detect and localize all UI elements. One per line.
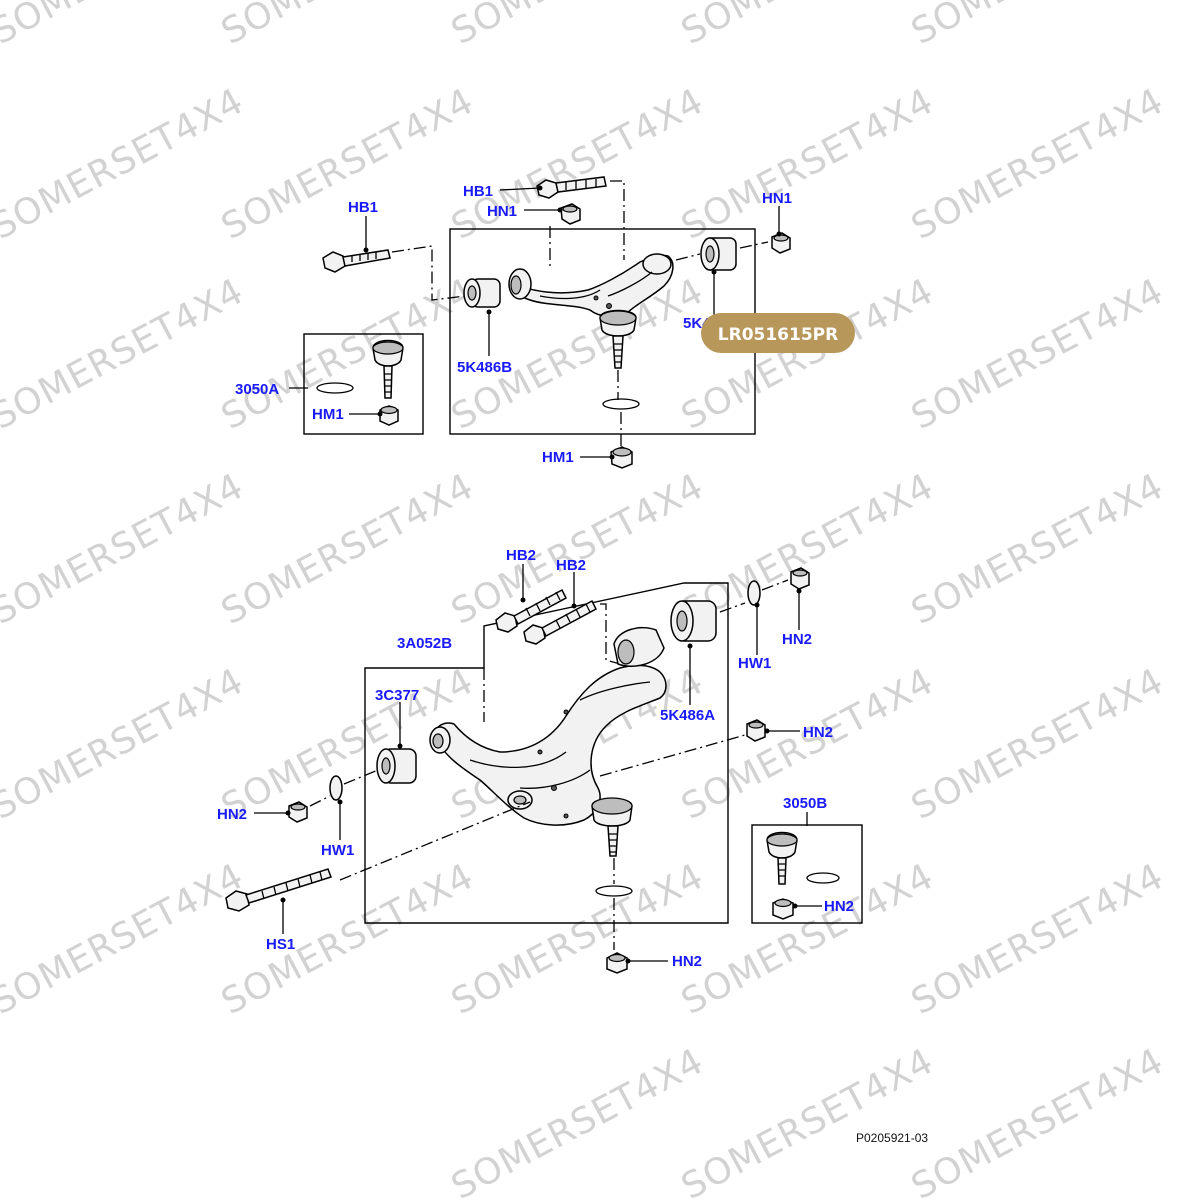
label-5k486a: 5K486A [660, 707, 715, 724]
label-hn2-bottom: HN2 [672, 953, 702, 970]
upper-bush-left [463, 278, 501, 308]
lower-washer-top [747, 580, 761, 606]
lower-washer-left-axis [309, 769, 379, 807]
label-hn2-top: HN2 [782, 631, 812, 648]
watermark-text: SOMERSET4X4 [905, 0, 1171, 53]
upper-wishbone [508, 253, 674, 318]
watermark-text: SOMERSET4X4 [905, 856, 1171, 1023]
lower-bush-front [376, 748, 417, 784]
watermark-text: SOMERSET4X4 [675, 81, 941, 248]
part-number-text: LR051615PR [718, 325, 838, 345]
lower-bolt-hb2-b [523, 599, 597, 645]
watermark-text: SOMERSET4X4 [215, 856, 481, 1023]
upper-nut-top [560, 203, 581, 225]
upper-leader-lines [289, 185, 782, 460]
label-hs1: HS1 [266, 936, 295, 953]
watermark-text: SOMERSET4X4 [215, 0, 481, 53]
label-hm1-inset: HM1 [312, 406, 344, 423]
label-hm1-bottom: HM1 [542, 449, 574, 466]
label-3a052b: 3A052B [397, 635, 452, 652]
upper-snap-ring [602, 398, 640, 410]
watermark-text: SOMERSET4X4 [905, 661, 1171, 828]
upper-nut-bottom [610, 446, 633, 469]
watermark-text: SOMERSET4X4 [215, 81, 481, 248]
lower-nut-top [790, 567, 810, 590]
watermark-text: SOMERSET4X4 [905, 466, 1171, 633]
lower-washer-top-axis [761, 579, 789, 591]
lower-bolt-hb2-axis [600, 603, 621, 665]
lower-nut-bottom [606, 952, 628, 974]
lower-wishbone [429, 626, 667, 826]
watermark-text: SOMERSET4X4 [445, 81, 711, 248]
label-hw1-top: HW1 [738, 655, 771, 672]
watermark-text: SOMERSET4X4 [675, 271, 941, 438]
balljoint-kit-a [316, 339, 404, 426]
watermark-text: SOMERSET4X4 [0, 81, 251, 248]
watermark-text: SOMERSET4X4 [215, 466, 481, 633]
watermark-text: SOMERSET4X4 [675, 856, 941, 1023]
upper-bolt-top-axis [610, 180, 625, 260]
watermark-text: SOMERSET4X4 [675, 1041, 941, 1200]
watermark-text: SOMERSET4X4 [445, 1041, 711, 1200]
label-hb2-b: HB2 [556, 557, 586, 574]
figure-reference: P0205921-03 [856, 1131, 928, 1145]
lower-through-bolt-hs1 [225, 868, 332, 912]
watermark-text: SOMERSET4X4 [0, 271, 251, 438]
upper-arm-assembly: HB1 HB1 HN1 HN1 5K486B 5K486B 3050A HM1 … [235, 176, 855, 469]
upper-bolt-top [536, 176, 607, 199]
watermark-text: SOMERSET4X4 [0, 0, 251, 53]
lower-washer-left [329, 775, 343, 801]
label-hn2-inset: HN2 [824, 898, 854, 915]
upper-bolt-left-axis [391, 245, 467, 301]
label-5k486b-left: 5K486B [457, 359, 512, 376]
lower-through-bolt-axis [339, 734, 746, 881]
watermark-text: SOMERSET4X4 [0, 856, 251, 1023]
watermark-text: SOMERSET4X4 [445, 856, 711, 1023]
lower-snap-ring [595, 885, 633, 897]
lower-leader-lines [254, 564, 822, 964]
label-3050a: 3050A [235, 381, 279, 398]
label-hn1-right: HN1 [762, 190, 792, 207]
lower-bolt-hb2-a [495, 588, 567, 633]
label-hb1-left: HB1 [348, 199, 378, 216]
label-hw1-left: HW1 [321, 842, 354, 859]
watermark-text: SOMERSET4X4 [215, 271, 481, 438]
balljoint-kit-a-box [303, 333, 424, 435]
label-hn2-left: HN2 [217, 806, 247, 823]
upper-bush-right [700, 237, 737, 271]
upper-bush-right-axis [675, 241, 769, 261]
watermark-text: SOMERSET4X4 [0, 661, 251, 828]
label-3c377: 3C377 [375, 687, 419, 704]
lower-nut-left [288, 801, 308, 823]
watermark-text: SOMERSET4X4 [905, 1041, 1171, 1200]
part-number-badge: LR051615PR [701, 313, 855, 353]
label-hb2-a: HB2 [506, 547, 536, 564]
upper-arm-balljoint [599, 309, 637, 369]
watermark-text: SOMERSET4X4 [0, 466, 251, 633]
lower-arm-assembly: HB2 HB2 3A052B 3C377 5K486A HN2 HW1 HN2 … [217, 547, 863, 974]
upper-bolt-left [322, 249, 391, 273]
lower-bush-rear-axis [719, 602, 746, 613]
lower-nut-mid [746, 719, 766, 742]
label-hn1-top: HN1 [487, 203, 517, 220]
watermark-text: SOMERSET4X4 [445, 0, 711, 53]
label-hn2-mid: HN2 [803, 724, 833, 741]
balljoint-kit-b [766, 831, 840, 920]
lower-arm-balljoint [591, 797, 633, 857]
watermark-text: SOMERSET4X4 [905, 81, 1171, 248]
watermark-text: SOMERSET4X4 [675, 0, 941, 53]
label-3050b: 3050B [783, 795, 827, 812]
lower-bush-rear [670, 600, 717, 642]
label-hb1-top: HB1 [463, 183, 493, 200]
watermark-text: SOMERSET4X4 [905, 271, 1171, 438]
upper-nut-right [771, 232, 791, 254]
